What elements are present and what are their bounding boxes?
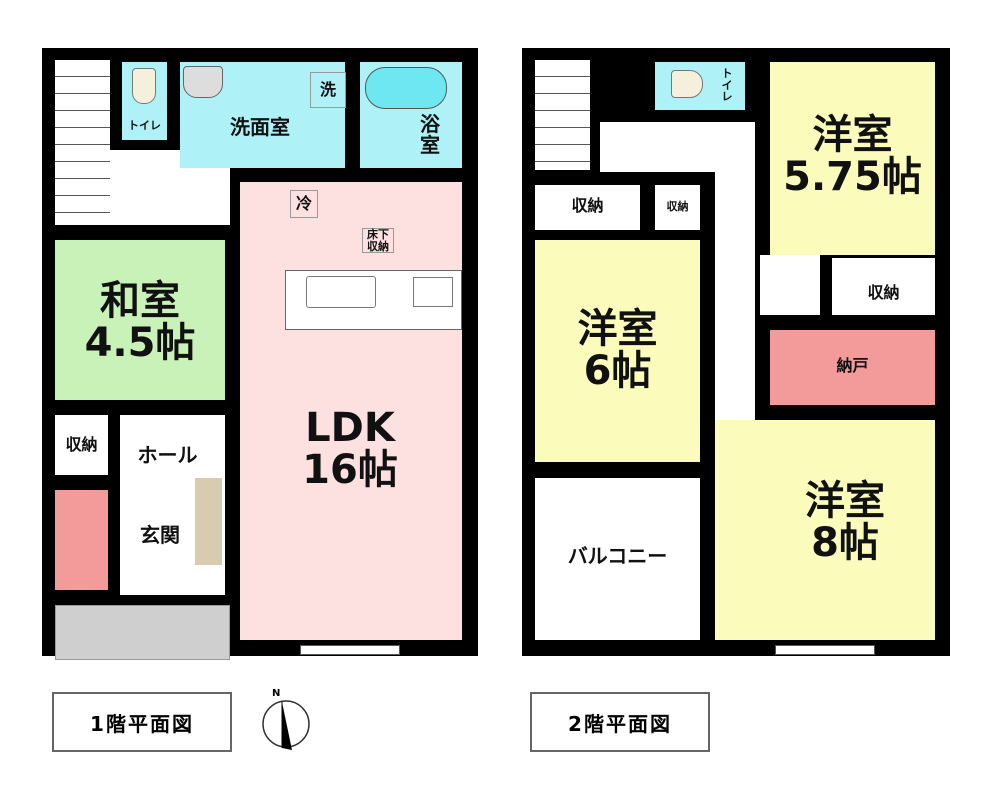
stove-icon (413, 277, 453, 307)
floor1-washitsu: 和室 4.5帖 (55, 240, 225, 400)
bathtub-icon (365, 67, 447, 109)
floor2-toilet: トイレ (655, 62, 745, 110)
floor1-porch (55, 605, 230, 660)
floor2-corridor (715, 122, 755, 422)
floor1-ldk: 冷 床下 収納 LDK 16帖 (240, 182, 462, 640)
compass-north-label: N (272, 688, 281, 699)
floor2-stairs (535, 60, 590, 170)
floor1-toilet: トイレ (122, 62, 167, 140)
toilet-icon (671, 70, 703, 98)
window (300, 645, 400, 655)
toilet-icon (132, 68, 156, 104)
sink-icon (183, 66, 223, 98)
floor1-toilet-label: トイレ (128, 119, 161, 132)
floor2-western-8-label: 洋室 8帖 (805, 478, 885, 566)
floor2-western-8: 洋室 8帖 (715, 420, 935, 640)
floor2-western-6: 洋室 6帖 (535, 240, 700, 462)
floor2-closet-label: 納戸 (836, 356, 869, 375)
floor2-western-575: 洋室 5.75帖 (770, 62, 935, 255)
kitchen-counter (285, 270, 462, 330)
floor1-storage: 収納 (55, 415, 108, 475)
shoe-cabinet (195, 478, 222, 565)
floor2-caption: 2階平面図 (530, 692, 710, 752)
underfloor-storage: 床下 収納 (362, 228, 394, 254)
floor2-balcony-label: バルコニー (567, 544, 668, 568)
floor2-door-area (760, 255, 820, 315)
floor1-hall-label: ホール (137, 443, 198, 467)
floor1-storage-label: 収納 (65, 435, 98, 454)
floor1-shoe-closet (55, 490, 108, 590)
floor1-washroom-label: 洗面室 (230, 115, 290, 139)
floor2-closet: 納戸 (770, 330, 935, 405)
floor1-washroom: 洗面室 洗 (180, 62, 346, 168)
washer-space: 洗 (310, 72, 346, 108)
floor2-storage-b-label: 収納 (666, 200, 689, 213)
compass-icon: N (262, 688, 310, 756)
floor2-western-575-label: 洋室 5.75帖 (783, 112, 922, 200)
kitchen-sink-icon (306, 276, 376, 308)
window (775, 645, 875, 655)
floor2-storage-a-label: 収納 (571, 196, 604, 215)
floor2-toilet-label: トイレ (721, 67, 733, 104)
floor1-washitsu-label: 和室 4.5帖 (84, 278, 196, 366)
floor1-caption: 1階平面図 (52, 692, 232, 752)
floor1-bath-label: 浴室 (420, 112, 440, 157)
floor1-entrance-label: 玄関 (140, 523, 180, 547)
floor2-western-6-label: 洋室 6帖 (577, 306, 658, 394)
floor1-ldk-label: LDK 16帖 (302, 405, 398, 493)
floor2-storage-c-label: 収納 (867, 283, 900, 302)
fridge-space: 冷 (290, 190, 318, 218)
floor2-storage-c: 収納 (832, 258, 935, 315)
floor1-bath: 浴室 (360, 62, 462, 168)
floor2-storage-a: 収納 (535, 185, 640, 230)
floor2-storage-b: 収納 (655, 185, 700, 230)
floor1-hall: ホール 玄関 (120, 415, 225, 595)
floor1-stairs (55, 60, 110, 225)
floor2-balcony: バルコニー (535, 478, 700, 640)
